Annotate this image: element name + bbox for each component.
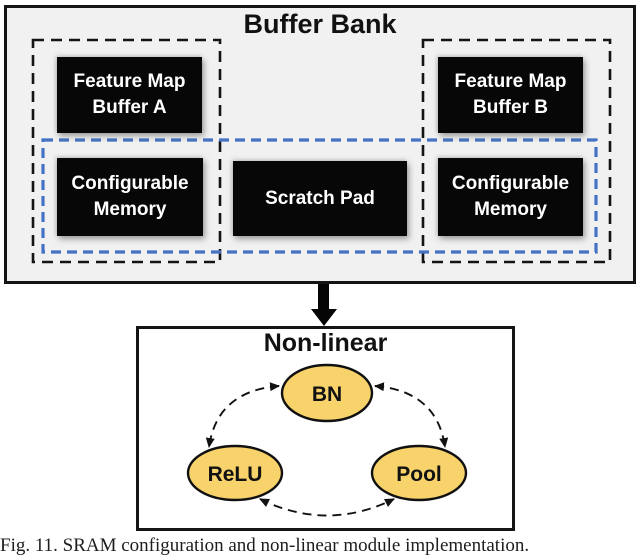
feature-map-buffer-b-block: Feature Map Buffer B <box>438 57 583 133</box>
feature-map-buffer-a-block: Feature Map Buffer A <box>57 57 202 133</box>
buffer-bank-title: Buffer Bank <box>243 9 397 39</box>
dashed-region-borders <box>31 38 612 264</box>
buffer-group-a-dashed-border <box>31 38 222 264</box>
pool-node-label: Pool <box>396 463 442 486</box>
figure-caption: Fig. 11. SRAM configuration and non-line… <box>0 535 530 556</box>
edge-bn-relu <box>205 382 280 448</box>
edge-bn-pool <box>374 382 449 448</box>
down-arrow-icon <box>311 284 337 326</box>
configurable-memory-left-block: Configurable Memory <box>57 158 203 236</box>
edge-relu-pool <box>259 498 395 517</box>
configurable-region-dashed-border <box>41 138 598 254</box>
relu-node <box>186 444 284 502</box>
buffer-bank-panel: Buffer Bank Feature Map Buffer A Feature… <box>4 5 636 284</box>
scratch-pad-label: Scratch Pad <box>265 187 375 209</box>
non-linear-title: Non-linear <box>263 329 388 357</box>
non-linear-box: Non-linear BN ReLU Pool <box>136 326 515 531</box>
bn-node <box>280 363 374 423</box>
buffer-group-b-dashed-border <box>421 38 612 264</box>
scratch-pad-block: Scratch Pad <box>233 161 407 236</box>
bn-node-label: BN <box>312 383 342 406</box>
feature-map-buffer-a-label: Feature Map Buffer A <box>73 71 186 118</box>
configurable-memory-right-label: Configurable Memory <box>451 173 570 220</box>
relu-node-label: ReLU <box>208 463 263 486</box>
pool-node <box>370 444 468 502</box>
configurable-memory-left-label: Configurable Memory <box>71 173 189 220</box>
non-linear-diagram: BN ReLU Pool <box>186 363 468 517</box>
configurable-memory-right-block: Configurable Memory <box>438 158 583 236</box>
feature-map-buffer-b-label: Feature Map Buffer B <box>454 71 567 118</box>
